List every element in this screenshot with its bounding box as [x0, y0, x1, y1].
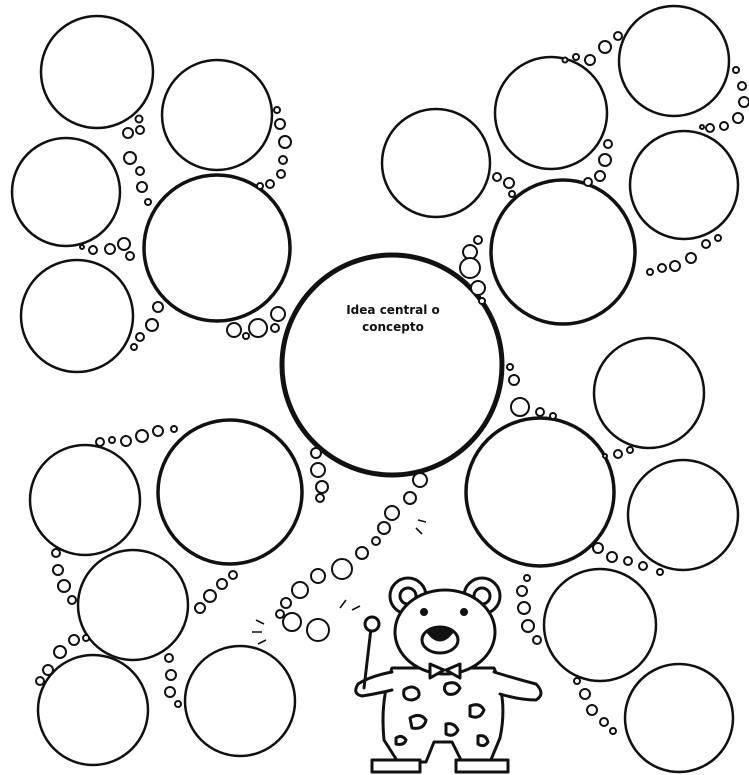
detail-circle-tl-4[interactable]: [21, 260, 133, 372]
central-idea-label: Idea central o concepto: [318, 302, 468, 336]
central-idea-line2: concepto: [318, 319, 468, 336]
detail-circle-br-4[interactable]: [625, 664, 733, 772]
detail-circle-tl-3[interactable]: [12, 138, 120, 246]
detail-circle-tr-2[interactable]: [495, 57, 607, 169]
detail-circle-tl-2[interactable]: [162, 60, 272, 170]
detail-circle-bl-4[interactable]: [185, 646, 295, 756]
branch-circle-bottom-left[interactable]: [158, 420, 302, 564]
bear-mascot: [356, 578, 541, 772]
central-idea-line1: Idea central o: [318, 302, 468, 319]
detail-circle-tl-1[interactable]: [41, 16, 153, 128]
central-idea-circle[interactable]: [282, 255, 502, 475]
detail-circle-bl-3[interactable]: [38, 655, 148, 765]
detail-circle-tr-1[interactable]: [382, 109, 490, 217]
branch-circle-bottom-right[interactable]: [466, 418, 614, 566]
branch-circle-top-right[interactable]: [491, 180, 635, 324]
detail-circle-bl-1[interactable]: [30, 445, 140, 555]
detail-circle-br-3[interactable]: [544, 569, 656, 681]
branch-circle-top-left[interactable]: [144, 175, 290, 321]
detail-circle-tr-3[interactable]: [619, 6, 729, 116]
detail-circle-tr-4[interactable]: [630, 131, 738, 239]
detail-circle-br-1[interactable]: [594, 338, 704, 448]
detail-circle-bl-2[interactable]: [78, 550, 188, 660]
detail-circle-br-2[interactable]: [628, 460, 738, 570]
